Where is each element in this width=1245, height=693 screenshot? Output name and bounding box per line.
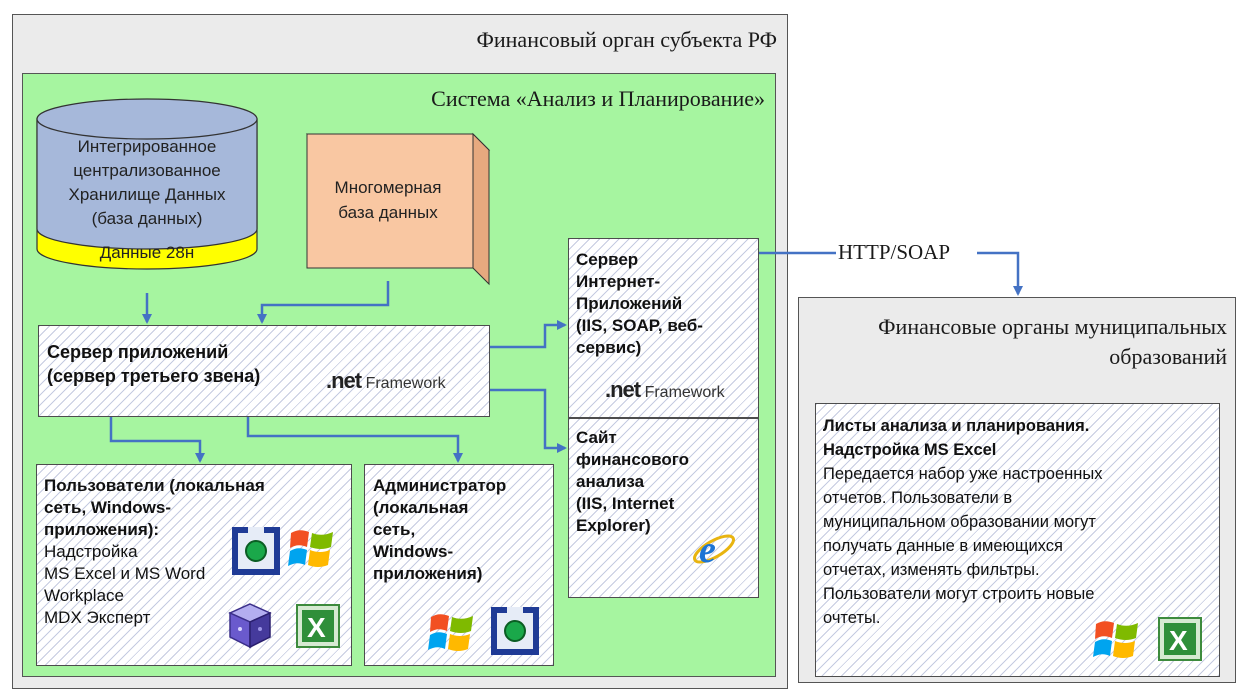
dotnet-mark: .net [326, 368, 362, 393]
arrow-app-to-admin [246, 417, 463, 463]
admin-line-1: Администратор [373, 476, 507, 495]
internet-explorer-icon: e [693, 529, 735, 571]
http-soap-label: HTTP/SOAP [838, 240, 951, 264]
app-server-label: Сервер приложений (сервер третьего звена… [47, 340, 260, 388]
site-line-4: (IIS, Internet [576, 494, 675, 513]
svg-text:e: e [699, 529, 716, 571]
site-line-1: Сайт [576, 428, 617, 447]
svg-text:X: X [1169, 625, 1188, 656]
app-server-box: Сервер приложений (сервер третьего звена… [38, 325, 490, 417]
internet-server-line-1: Сервер [576, 250, 639, 269]
dotnet-mark: .net [605, 377, 641, 402]
sheets-line-7: отчетах, изменять фильтры. [823, 561, 1040, 579]
site-line-3: анализа [576, 472, 645, 491]
workplace-app-icon [232, 527, 280, 575]
sheets-line-5: муниципальном образовании могут [823, 513, 1096, 531]
users-line-4: Надстройка [44, 542, 138, 561]
app-server-line-1: Сервер приложений [47, 342, 229, 362]
site-label: Сайт финансового анализа (IIS, Internet … [576, 427, 689, 537]
sheets-line-6: получать данные в имеющихся [823, 537, 1063, 555]
users-line-1: Пользователи (локальная [44, 476, 265, 495]
admin-line-2: (локальная [373, 498, 469, 517]
internet-server-box: Сервер Интернет- Приложений (IIS, SOAP, … [568, 238, 759, 418]
site-line-2: финансового [576, 450, 690, 469]
framework-mark: Framework [644, 384, 725, 401]
users-line-3: приложения): [44, 520, 160, 539]
internet-server-line-2: Интернет- [576, 272, 661, 291]
admin-label: Администратор (локальная сеть, Windows- … [373, 475, 506, 585]
database-data-label: Данные 28н [99, 243, 195, 262]
cube-line-1: Многомерная [334, 178, 442, 197]
internet-server-line-4: (IIS, SOAP, веб- [576, 316, 703, 335]
cube-label: Многомерная база данных [307, 175, 469, 225]
municipal-title-line-2: образований [1109, 344, 1227, 369]
database-line-4: (база данных) [91, 209, 203, 228]
svg-text:X: X [307, 612, 326, 643]
database-line-2: централизованное [73, 161, 221, 180]
site-box: Сайт финансового анализа (IIS, Internet … [568, 418, 759, 598]
windows-flag-icon [288, 530, 333, 567]
sheets-box: Листы анализа и планирования. Надстройка… [815, 403, 1220, 677]
dotnet-framework-logo: .net Framework [326, 368, 446, 394]
workplace-app-icon [491, 607, 539, 655]
database-line-1: Интегрированное [77, 137, 217, 156]
olap-cube [305, 132, 491, 286]
excel-icon: X [1158, 617, 1202, 661]
admin-line-5: приложения) [373, 564, 483, 583]
users-line-7: MDX Эксперт [44, 608, 151, 627]
users-line-6: Workplace [44, 586, 124, 605]
arrow-app-to-site [490, 388, 567, 453]
cube-line-2: база данных [338, 203, 438, 222]
municipal-panel-title: Финансовые органы муниципальных образова… [878, 312, 1227, 372]
dotnet-framework-logo: .net Framework [605, 377, 725, 403]
sheets-line-9: очтеты. [823, 609, 881, 627]
arrow-cube-to-app-server [257, 281, 390, 324]
internet-server-label: Сервер Интернет- Приложений (IIS, SOAP, … [576, 249, 703, 359]
sheets-line-1: Листы анализа и планирования. [823, 417, 1090, 435]
database-cylinder [36, 98, 258, 270]
users-line-5: MS Excel и MS Word [44, 564, 206, 583]
internet-server-line-3: Приложений [576, 294, 683, 313]
http-soap-connector-right [977, 251, 1023, 296]
users-line-2: сеть, Windows- [44, 498, 172, 517]
arrow-app-to-internet-server [490, 320, 567, 349]
app-server-line-2: (сервер третьего звена) [47, 366, 261, 386]
excel-icon: X [296, 604, 340, 648]
admin-box: Администратор (локальная сеть, Windows- … [364, 464, 554, 666]
sheets-line-8: Пользователи могут строить новые [823, 585, 1095, 603]
sheets-label: Листы анализа и планирования. Надстройка… [823, 414, 1102, 630]
site-line-5: Explorer) [576, 516, 651, 535]
windows-flag-icon [428, 614, 473, 651]
windows-flag-icon [1093, 621, 1138, 658]
municipal-title-line-1: Финансовые органы муниципальных [878, 314, 1227, 339]
users-box: Пользователи (локальная сеть, Windows- п… [36, 464, 352, 666]
outer-panel-title: Финансовый орган субъекта РФ [476, 27, 778, 52]
system-panel-title: Система «Анализ и Планирование» [431, 86, 765, 111]
mdx-cube-icon [228, 603, 272, 649]
sheets-line-2: Надстройка MS Excel [823, 441, 997, 459]
sheets-line-3: Передается набор уже настроенных [823, 465, 1103, 483]
admin-line-4: Windows- [373, 542, 454, 561]
admin-line-3: сеть, [373, 520, 416, 539]
sheets-line-4: отчетов. Пользователи в [823, 489, 1013, 507]
arrow-app-to-users [109, 417, 205, 463]
users-label: Пользователи (локальная сеть, Windows- п… [44, 475, 265, 629]
internet-server-line-5: сервис) [576, 338, 642, 357]
database-line-3: Хранилище Данных [68, 185, 226, 204]
framework-mark: Framework [365, 375, 446, 392]
database-label: Интегрированное централизованное Хранили… [34, 135, 260, 231]
